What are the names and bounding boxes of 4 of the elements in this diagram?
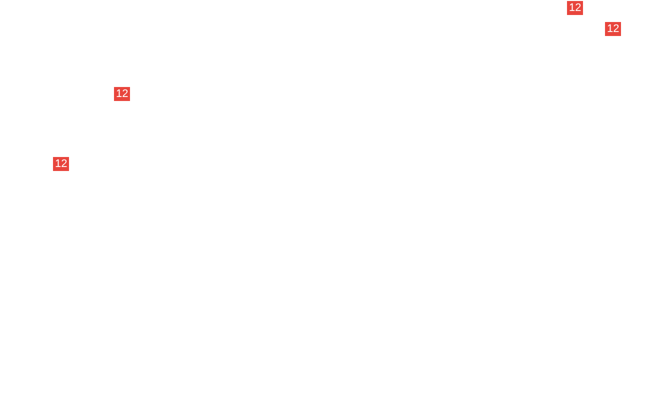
callout-number: 12 (567, 1, 584, 15)
callout-number: 12 (605, 22, 622, 36)
callout-number: 12 (114, 87, 130, 101)
callout-number: 12 (53, 157, 70, 171)
